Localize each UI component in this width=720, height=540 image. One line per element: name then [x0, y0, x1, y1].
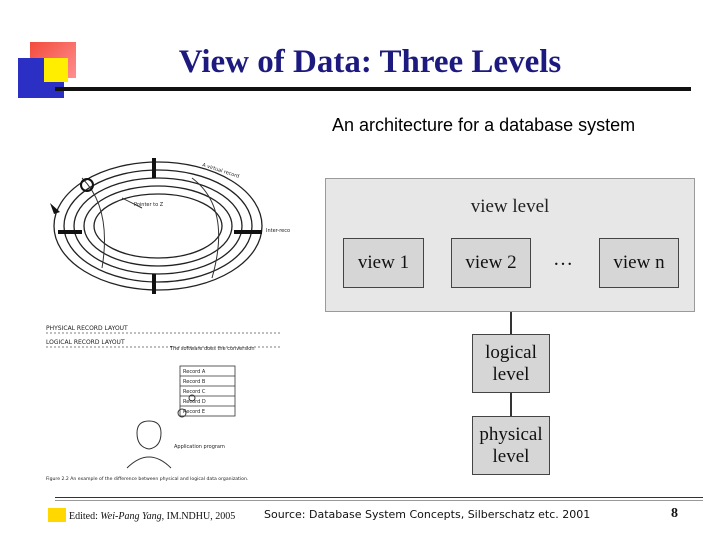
figure-software-label: The software does the conversion — [169, 346, 255, 352]
figure-record-b: Record B — [183, 379, 206, 385]
slide-subtitle: An architecture for a database system — [332, 115, 636, 135]
view-2-box: view 2 — [451, 238, 531, 288]
logo-yellow-square — [44, 58, 68, 82]
footer-author: Wei-Pang Yang — [100, 511, 162, 522]
footer-edited: Edited: Wei-Pang Yang, IM.NDHU, 2005 — [69, 511, 235, 522]
connector-line-logical-physical — [510, 393, 512, 416]
footer-rule-secondary — [55, 500, 703, 501]
figure-record-d: Record D — [183, 399, 206, 405]
view-1-box: view 1 — [343, 238, 424, 288]
figure-caption: Figure 2.2 An example of the difference … — [46, 476, 248, 482]
figure-application-label: Application program — [174, 444, 225, 450]
connector-line-view-logical — [510, 312, 512, 334]
footer-rule — [55, 497, 703, 498]
figure-interrecord-label: Inter-record gap — [266, 228, 290, 234]
figure-virtual-label: A virtual record — [201, 162, 240, 180]
views-ellipsis: … — [553, 248, 573, 270]
view-n-box: view n — [599, 238, 679, 288]
physical-level-box: physical level — [472, 416, 550, 475]
figure-record-e: Record E — [183, 409, 205, 415]
slide-title: View of Data: Three Levels — [178, 44, 562, 80]
figure-record-a: Record A — [183, 369, 206, 375]
physical-level-line2: level — [492, 445, 530, 467]
footer-source: Source: Database System Concepts, Silber… — [264, 508, 591, 521]
footer-edited-prefix: Edited: — [69, 511, 101, 522]
figure-pointer-label: Pointer to Z — [134, 202, 164, 208]
figure-physical-layout: PHYSICAL RECORD LAYOUT — [46, 325, 128, 332]
figure-logical-layout: LOGICAL RECORD LAYOUT — [46, 339, 125, 346]
title-rule — [55, 87, 691, 91]
logical-level-box: logical level — [472, 334, 550, 393]
physical-logical-figure: Pointer to Z A virtual record Inter-reco… — [46, 158, 290, 482]
logical-level-line2: level — [492, 363, 530, 385]
logical-level-line1: logical — [485, 341, 537, 363]
figure-record-c: Record C — [183, 389, 206, 395]
footer-yellow-mark — [48, 508, 66, 522]
footer-org: , IM.NDHU, 2005 — [161, 511, 236, 522]
physical-level-line1: physical — [479, 423, 543, 445]
page-number: 8 — [671, 506, 678, 521]
view-level-label: view level — [470, 196, 550, 217]
